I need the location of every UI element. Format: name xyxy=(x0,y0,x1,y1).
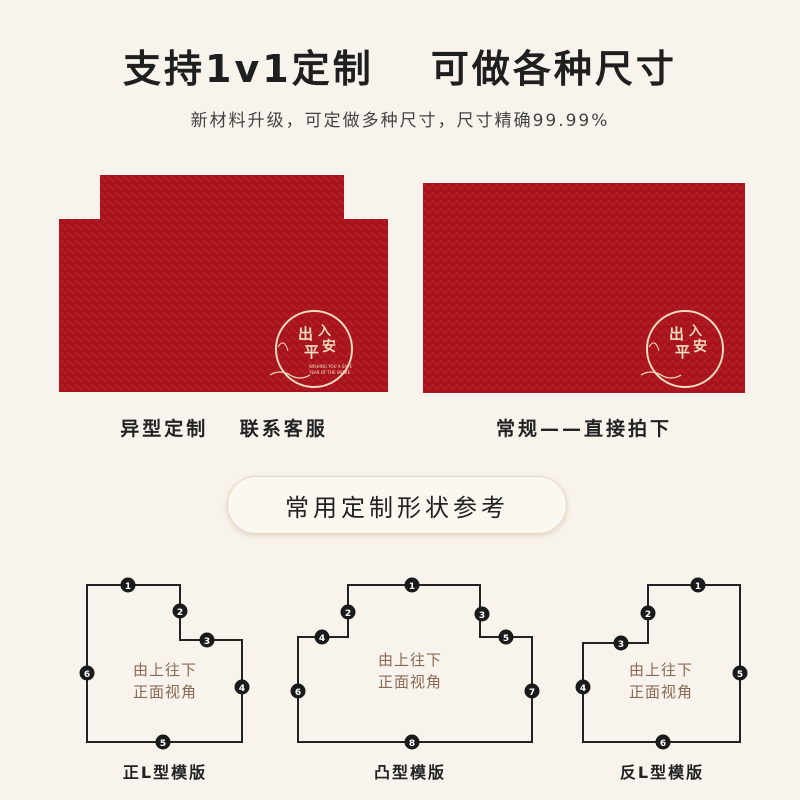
custom-mat-shape xyxy=(59,175,388,392)
logo-char-2: 入 xyxy=(318,324,331,339)
custom-mat-logo: 出 入 平 安 WISHING YOU A SAFE YEAR OF THE S… xyxy=(269,310,353,388)
marker: 4 xyxy=(314,629,330,645)
view-line-1: 由上往下 xyxy=(132,661,197,679)
logo-small-1: WISHING YOU A SAFE xyxy=(309,364,352,369)
marker: 8 xyxy=(404,734,420,750)
marker: 2 xyxy=(640,605,656,621)
marker: 1 xyxy=(690,577,706,593)
svg-text:7: 7 xyxy=(529,688,535,698)
view-line-2: 正面视角 xyxy=(132,683,197,701)
template-l-left-caption: 反L型模版 xyxy=(619,763,705,782)
svg-text:3: 3 xyxy=(479,611,485,621)
marker: 6 xyxy=(79,665,95,681)
template-l-left-outline xyxy=(582,584,741,743)
svg-text:6: 6 xyxy=(84,670,90,680)
svg-text:2: 2 xyxy=(645,610,651,620)
view-line-2: 正面视角 xyxy=(377,673,442,691)
logo-small-2: YEAR OF THE SNAKE xyxy=(308,370,351,375)
svg-text:1: 1 xyxy=(409,582,415,592)
marker: 3 xyxy=(199,632,215,648)
marker: 2 xyxy=(340,604,356,620)
marker: 4 xyxy=(575,679,591,695)
template-convex-caption: 凸型模版 xyxy=(373,763,446,782)
regular-mat-caption: 常规——直接拍下 xyxy=(495,418,672,440)
svg-text:1: 1 xyxy=(695,582,701,592)
logo-char-1: 出 xyxy=(298,325,313,343)
marker: 3 xyxy=(474,606,490,622)
marker: 6 xyxy=(290,683,306,699)
section-title: 常用定制形状参考 xyxy=(285,493,509,522)
section-title-pill: 常用定制形状参考 xyxy=(227,476,567,534)
svg-text:2: 2 xyxy=(345,609,351,619)
svg-text:1: 1 xyxy=(125,582,131,592)
regular-mat-logo: 出 入 平 安 xyxy=(640,310,724,388)
logo-char-3: 平 xyxy=(675,343,690,361)
custom-shape-mat: 出 入 平 安 WISHING YOU A SAFE YEAR OF THE S… xyxy=(59,175,389,393)
svg-text:3: 3 xyxy=(618,640,624,650)
logo-char-3: 平 xyxy=(304,343,319,361)
marker: 5 xyxy=(155,734,171,750)
template-l-right-caption: 正L型模版 xyxy=(122,763,208,782)
logo-char-4: 安 xyxy=(693,338,707,355)
template-convex-outline xyxy=(297,584,533,743)
template-l-left: 1 2 3 4 5 6 xyxy=(575,577,748,750)
template-l-right-view: 由上往下 正面视角 xyxy=(115,659,215,703)
svg-text:5: 5 xyxy=(503,634,509,644)
template-l-right-outline xyxy=(86,584,243,743)
marker: 1 xyxy=(404,577,420,593)
marker: 3 xyxy=(613,635,629,651)
view-line-1: 由上往下 xyxy=(377,651,442,669)
marker: 7 xyxy=(524,683,540,699)
view-line-1: 由上往下 xyxy=(628,661,693,679)
marker: 4 xyxy=(234,679,250,695)
template-l-left-view: 由上往下 正面视角 xyxy=(611,659,711,703)
svg-text:6: 6 xyxy=(295,688,301,698)
template-convex-view: 由上往下 正面视角 xyxy=(360,649,460,693)
svg-text:5: 5 xyxy=(737,670,743,680)
svg-text:4: 4 xyxy=(580,684,586,694)
marker: 1 xyxy=(120,577,136,593)
template-convex: 1 2 3 4 5 6 7 8 xyxy=(290,577,540,750)
svg-text:6: 6 xyxy=(660,739,666,749)
view-line-2: 正面视角 xyxy=(628,683,693,701)
logo-char-1: 出 xyxy=(669,325,684,343)
marker: 5 xyxy=(498,629,514,645)
template-l-right: 1 2 3 4 5 6 xyxy=(79,577,250,750)
svg-text:2: 2 xyxy=(177,608,183,618)
custom-mat-caption: 异型定制 联系客服 xyxy=(120,418,328,440)
marker: 2 xyxy=(172,603,188,619)
marker: 5 xyxy=(732,665,748,681)
svg-text:8: 8 xyxy=(409,739,415,749)
logo-char-4: 安 xyxy=(322,338,336,355)
svg-text:4: 4 xyxy=(319,634,325,644)
svg-text:5: 5 xyxy=(160,739,166,749)
subline: 新材料升级，可定做多种尺寸，尺寸精确99.99% xyxy=(190,111,610,131)
regular-mat: 出 入 平 安 xyxy=(423,183,745,393)
marker: 6 xyxy=(655,734,671,750)
logo-char-2: 入 xyxy=(689,324,702,339)
regular-mat-shape xyxy=(423,183,745,393)
headline: 支持1v1定制 可做各种尺寸 xyxy=(123,47,677,91)
svg-text:3: 3 xyxy=(204,637,210,647)
svg-text:4: 4 xyxy=(239,684,245,694)
